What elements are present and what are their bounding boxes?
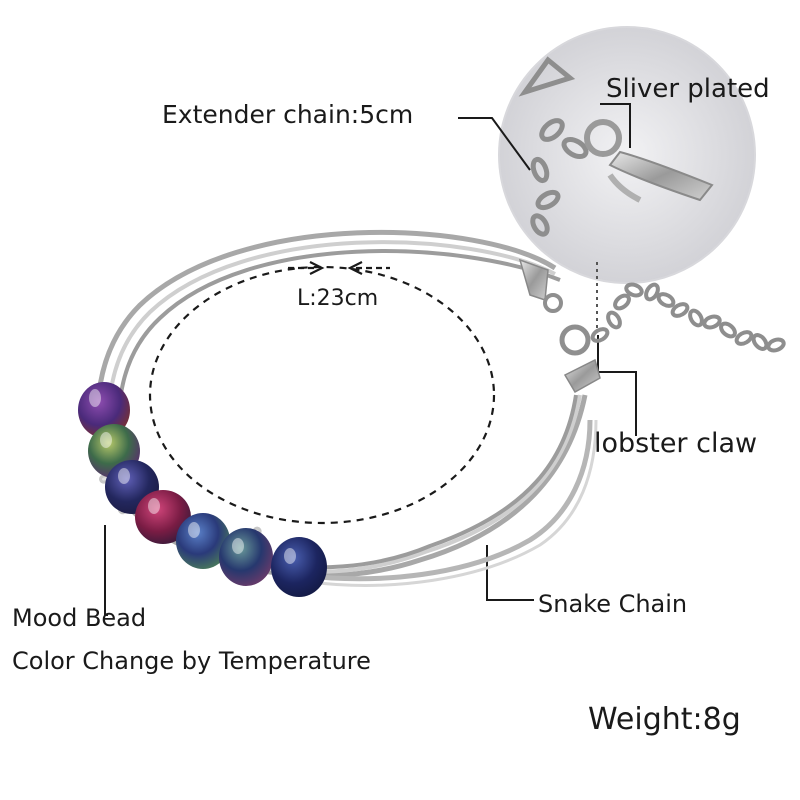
chain-label: Snake Chain [538,590,688,618]
mood-bead-label: Mood Bead [12,604,147,632]
color-change-label: Color Change by Temperature [12,647,371,675]
extender-chain [590,282,786,353]
leader-lines [104,103,637,616]
plating-label: Sliver plated [606,74,770,104]
mood-bead-1 [78,382,130,438]
length-label: L:23cm [297,286,379,311]
mood-bead-6 [219,528,273,586]
mood-beads [78,382,327,597]
lobster-clasp [518,258,601,394]
mood-bead-5 [176,513,230,569]
clasp-label: lobster claw [594,428,758,459]
length-indicator [148,261,496,525]
weight-label: Weight:8g [588,702,741,737]
mood-bead-7 [271,537,327,597]
extender-chain-label: Extender chain:5cm [162,100,414,129]
mood-bead-4 [135,490,191,544]
clasp-zoom-inset [498,26,756,284]
